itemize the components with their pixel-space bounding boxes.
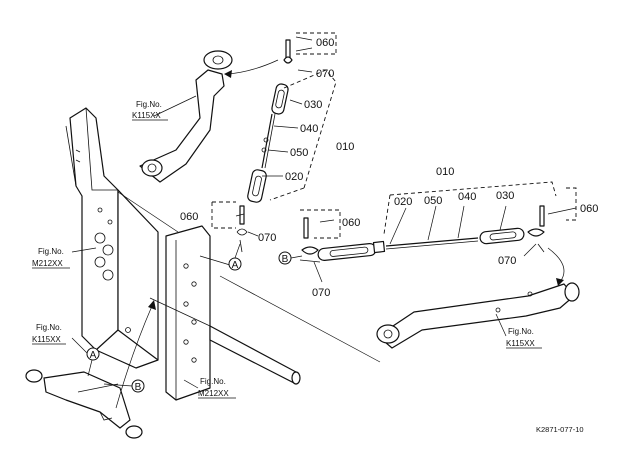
fig-ref-mid-code: M212XX: [32, 259, 63, 268]
figure-references: Fig.No. K115XX Fig.No. M212XX Fig.No. K1…: [32, 100, 542, 399]
part-030-right: 030: [496, 190, 514, 202]
frame-bracket: [65, 107, 159, 369]
part-070-top: 070: [316, 68, 334, 80]
fig-ref-lowleft-label: Fig.No.: [36, 323, 62, 332]
marker-a-lower: A: [90, 350, 97, 361]
dashed-groupings: [211, 32, 577, 239]
fig-ref-right-code: K115XX: [506, 339, 535, 348]
part-070-left: 070: [258, 232, 276, 244]
fig-ref-right-label: Fig.No.: [508, 327, 534, 336]
fig-ref-mid-label: Fig.No.: [38, 247, 64, 256]
marker-b-right: B: [282, 254, 289, 265]
drawing-code: K2871-077-10: [536, 425, 584, 434]
part-060-mid: 060: [342, 217, 360, 229]
main-beam: [165, 225, 301, 401]
fig-ref-lowleft-code: K115XX: [32, 335, 61, 344]
part-010-right: 010: [436, 166, 454, 178]
part-numbers: 060 070 030 040 010 050 020 060 070 060 …: [180, 37, 598, 299]
part-040-right: 040: [458, 191, 476, 203]
part-020-upper: 020: [285, 171, 303, 183]
part-010-upper: 010: [336, 141, 354, 153]
part-050-right: 050: [424, 195, 442, 207]
fig-ref-bottom-label: Fig.No.: [200, 377, 226, 386]
part-060-left: 060: [180, 211, 198, 223]
top-link-bracket: [139, 50, 233, 183]
fig-ref-bottom-code: M212XX: [198, 389, 229, 398]
circled-markers: A B A B: [86, 243, 303, 393]
upper-turnbuckle: [236, 39, 293, 253]
part-060-top: 060: [316, 37, 334, 49]
fig-ref-top-label: Fig.No.: [136, 100, 162, 109]
part-020-right: 020: [394, 196, 412, 208]
marker-a-upper: A: [232, 260, 239, 271]
lower-right-arm: [376, 282, 580, 349]
marker-b-lower: B: [135, 382, 142, 393]
fig-ref-top-code: K115XX: [132, 111, 161, 120]
right-turnbuckle: [299, 205, 545, 263]
arrows-and-references: [77, 59, 565, 409]
part-040-upper: 040: [300, 123, 318, 135]
part-060-right: 060: [580, 203, 598, 215]
leader-lines: [71, 36, 577, 389]
part-030-upper: 030: [304, 99, 322, 111]
part-070-right: 070: [498, 255, 516, 267]
part-050-upper: 050: [290, 147, 308, 159]
part-070-bottom: 070: [312, 287, 330, 299]
